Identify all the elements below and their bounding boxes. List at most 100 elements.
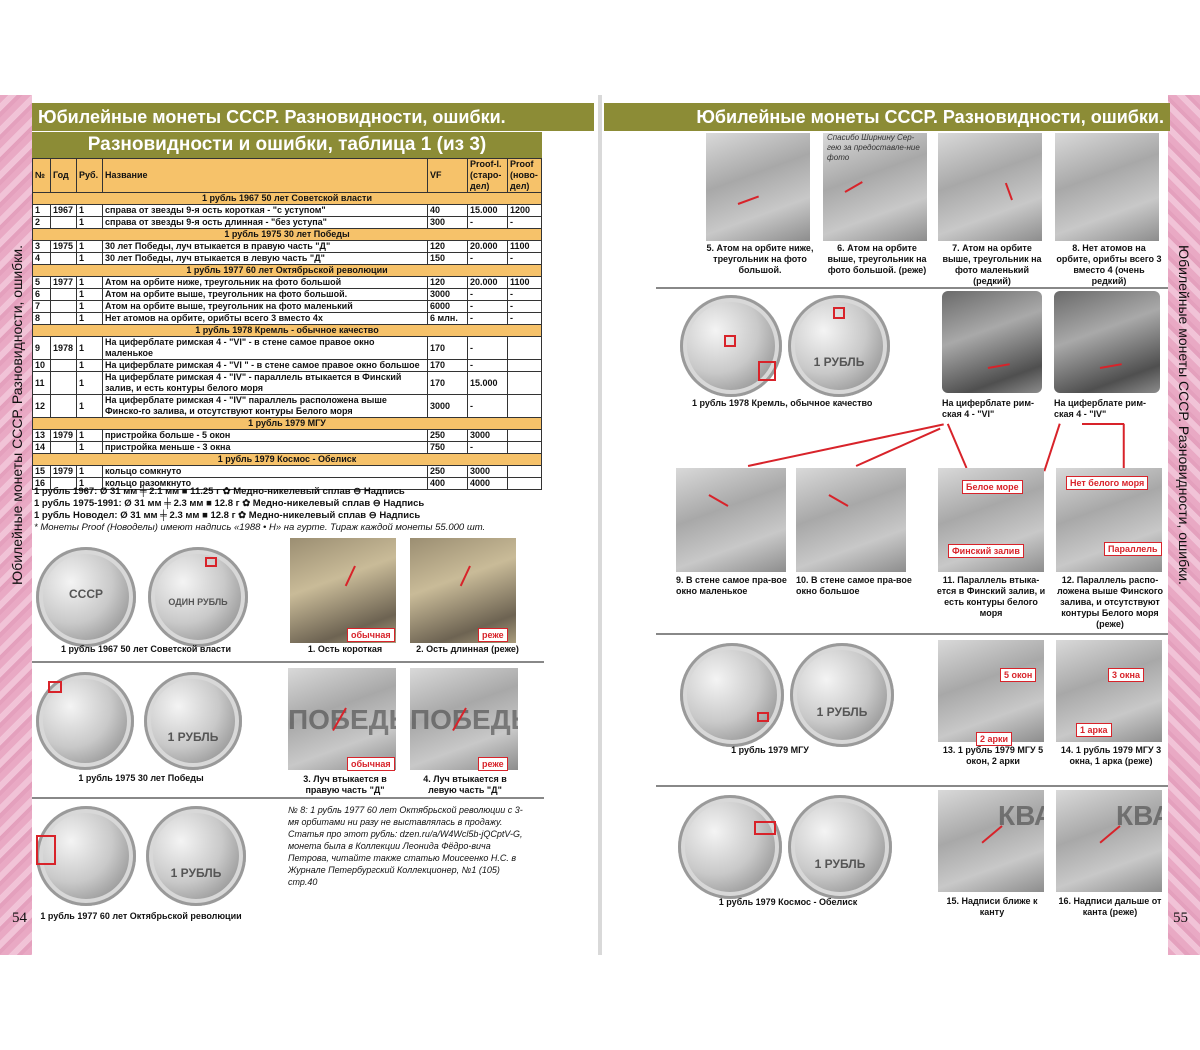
divider — [656, 785, 1168, 787]
table-cell: - — [467, 441, 508, 454]
table-cell: 10 — [32, 359, 51, 372]
table-cell: 1 — [76, 465, 103, 478]
caption-variant-1: 1. Ость короткая — [307, 644, 383, 654]
table-cell — [50, 441, 77, 454]
table-cell — [507, 477, 542, 490]
section-title: 1 рубль 1975 30 лет Победы — [32, 228, 542, 241]
table-cell: 1 — [32, 204, 51, 217]
table-cell: 1 — [76, 394, 103, 418]
table-cell: 1967 — [50, 204, 77, 217]
divider — [656, 633, 1168, 635]
section-title: 1 рубль 1979 Космос - Обелиск — [32, 453, 542, 466]
connector-line — [1043, 423, 1061, 472]
table-cell: пристройка меньше - 3 окна — [102, 441, 428, 454]
table-cell: 20.000 — [467, 276, 508, 289]
table-cell: 3000 — [427, 288, 468, 301]
table-cell: 15 — [32, 465, 51, 478]
caption-variant-16: 16. Надписи дальше от канта (реже) — [1058, 896, 1162, 917]
table-cell: 3 — [32, 240, 51, 253]
caption-variant-9: 9. В стене самое пра-вое окно маленькое — [676, 575, 787, 596]
table-cell — [507, 371, 542, 395]
photo-variant-1 — [290, 538, 396, 643]
section-title: 1 рубль 1979 МГУ — [32, 417, 542, 430]
table-cell: 1 — [76, 300, 103, 313]
coin-1975-obverse — [36, 672, 134, 770]
table-cell: 1978 — [50, 336, 77, 360]
table-cell: 250 — [427, 429, 468, 442]
coin-1977-obverse — [36, 806, 136, 906]
tag-common: обычная — [347, 757, 395, 771]
right-margin-decoration — [1168, 95, 1200, 955]
caption-dial-iv: На циферблате рим-ская 4 - "IV" — [1054, 398, 1146, 419]
table-cell: 1 — [76, 240, 103, 253]
coin-1978-reverse: 1 РУБЛЬ — [788, 295, 890, 397]
caption-variant-12: 12. Параллель распо-ложена выше Финского… — [1056, 575, 1164, 629]
table-cell: кольцо сомкнуто — [102, 465, 428, 478]
connector-line — [747, 423, 944, 467]
caption-coin-1978: 1 рубль 1978 Кремль, обычное качество — [692, 398, 873, 408]
table-cell: На циферблате римская 4 - "VI" - в стене… — [102, 336, 428, 360]
photo-variant-15: КВА — [938, 790, 1044, 892]
caption-coin-1975: 1 рубль 1975 30 лет Победы — [78, 773, 204, 783]
table-cell: - — [467, 216, 508, 229]
table-cell: - — [507, 300, 542, 313]
table-cell: - — [507, 216, 542, 229]
table-cell: 1979 — [50, 429, 77, 442]
table-cell: 1 — [76, 252, 103, 265]
caption-variant-4: 4. Луч втыкается в левую часть "Д" — [423, 774, 507, 795]
table-cell: 120 — [427, 240, 468, 253]
coin-1975-reverse: 1 РУБЛЬ — [144, 672, 242, 770]
table-cell: 1 — [76, 312, 103, 325]
table-cell: справа от звезды 9-я ость длинная - "без… — [102, 216, 428, 229]
col-header: Руб. — [76, 158, 103, 193]
caption-coin-1967: 1 рубль 1967 50 лет Советской власти — [61, 644, 231, 654]
photo-dial-vi — [942, 291, 1042, 393]
table-section-row: 1 рубль 1975 30 лет Победы — [32, 228, 542, 241]
table-cell: справа от звезды 9-я ость короткая - "с … — [102, 204, 428, 217]
table-cell: 150 — [427, 252, 468, 265]
left-margin-decoration — [0, 95, 32, 955]
table-cell — [50, 252, 77, 265]
highlight-box — [724, 335, 736, 347]
coin-1967-obverse: СССР — [36, 547, 136, 647]
table-cell — [50, 216, 77, 229]
variants-table: № Год Руб. Название VF Proof-l. (старо-д… — [32, 158, 542, 490]
photo-variant-3: ПОБЕДЫ — [288, 668, 396, 770]
table-cell: - — [507, 312, 542, 325]
col-header: Proof (ново-дел) — [507, 158, 542, 193]
caption-coin-1977: 1 рубль 1977 60 лет Октябрьской революци… — [40, 911, 242, 921]
tag-finnish-gulf: Финский залив — [948, 544, 1024, 558]
table-cell: 14 — [32, 441, 51, 454]
caption-variant-11: 11. Параллель втыка-ется в Финский залив… — [936, 575, 1046, 618]
tag-5-windows: 5 окон — [1000, 668, 1037, 682]
photo-credit: Спасибо Ширнину Сер-гею за предоставле-н… — [827, 133, 920, 162]
coin-1979-mgu-reverse: 1 РУБЛЬ — [790, 643, 894, 747]
table-cell: 170 — [427, 371, 468, 395]
col-header: VF — [427, 158, 468, 193]
caption-variant-10: 10. В стене самое пра-вое окно большое — [796, 575, 912, 596]
table-cell: 120 — [427, 276, 468, 289]
table-cell: 1200 — [507, 204, 542, 217]
table-cell: - — [467, 288, 508, 301]
table-cell: 4 — [32, 252, 51, 265]
table-cell: 7 — [32, 300, 51, 313]
table-cell: 1 — [76, 336, 103, 360]
coin-1979-kosmos-reverse: 1 РУБЛЬ — [788, 795, 892, 899]
table-cell: 1977 — [50, 276, 77, 289]
photo-variant-8 — [1055, 133, 1159, 241]
caption-variant-13: 13. 1 рубль 1979 МГУ 5 окон, 2 арки — [942, 745, 1044, 766]
table-cell: 5 — [32, 276, 51, 289]
col-header: Proof-l. (старо-дел) — [467, 158, 508, 193]
side-title-right: Юбилейные монеты СССР. Разновидности, ош… — [1176, 245, 1192, 585]
table-cell: 1975 — [50, 240, 77, 253]
caption-coin-1979-mgu: 1 рубль 1979 МГУ — [731, 745, 809, 755]
caption-variant-2: 2. Ость длинная (реже) — [416, 644, 519, 654]
highlight-box — [205, 557, 217, 567]
table-cell: - — [507, 288, 542, 301]
